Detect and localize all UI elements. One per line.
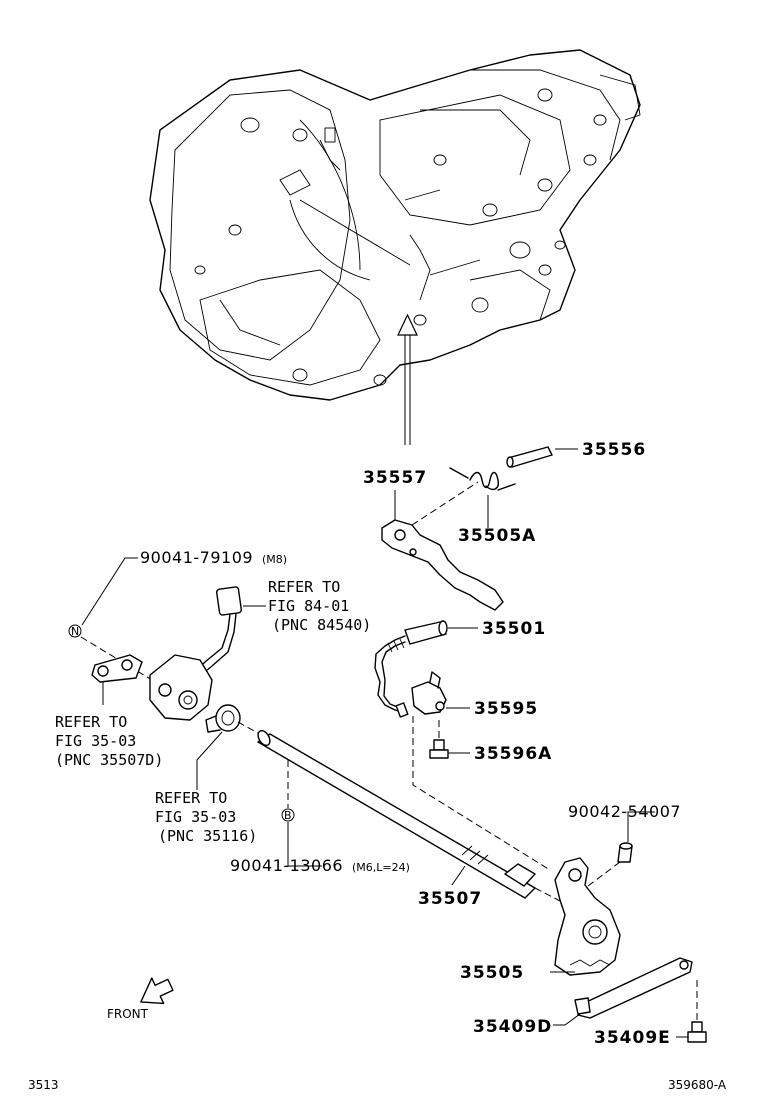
part-35507-shaft (257, 729, 536, 899)
refer-84-line3: (PNC 84540) (272, 616, 371, 634)
label-35501: 35501 (482, 619, 546, 639)
label-35409D: 35409D (473, 1017, 552, 1037)
label-35595: 35595 (474, 699, 538, 719)
label-90042-54007: 90042-54007 (568, 802, 681, 821)
label-90041-79109-note: (M8) (262, 553, 287, 566)
refer-3503b-line3: (PNC 35116) (158, 827, 257, 845)
part-35501-rod (374, 620, 478, 718)
label-35507: 35507 (418, 889, 482, 909)
label-35505: 35505 (460, 963, 524, 983)
part-35409D-link (553, 957, 693, 1026)
label-35556: 35556 (582, 440, 646, 460)
refer-3503a-line3: (PNC 35507D) (55, 751, 163, 769)
label-35557: 35557 (363, 468, 427, 488)
footer-left-code: 3513 (28, 1078, 59, 1092)
footer-right-code: 359680-A (668, 1078, 727, 1092)
marker-n-circle: N (68, 624, 82, 638)
marker-b-circle: B (281, 808, 295, 822)
part-35409E-nut (676, 1021, 707, 1043)
assembly-arrow (397, 313, 418, 445)
marker-b: B (284, 809, 292, 822)
refer-84-line2: FIG 84-01 (268, 597, 349, 615)
label-35596A: 35596A (474, 744, 552, 764)
part-35595-clip (411, 671, 470, 715)
label-90041-13066: 90041-13066 (230, 856, 343, 875)
neutral-start-switch (149, 586, 243, 721)
transmission-case (149, 49, 641, 401)
refer-3503b-line1: REFER TO (155, 789, 227, 807)
part-90042-54007-pin (617, 811, 655, 863)
lock-plate (91, 654, 143, 705)
part-35596A-bolt (429, 739, 470, 759)
part-35505-lever (550, 857, 621, 976)
label-35505A: 35505A (458, 526, 536, 546)
front-label: FRONT (107, 1007, 149, 1021)
part-35557-lever (381, 490, 504, 611)
marker-n: N (71, 625, 79, 638)
label-35409E: 35409E (594, 1028, 671, 1048)
refer-3503b-line2: FIG 35-03 (155, 808, 236, 826)
refer-3503a-line1: REFER TO (55, 713, 127, 731)
part-35556-pin (506, 446, 578, 468)
refer-3503a-line2: FIG 35-03 (55, 732, 136, 750)
part-35505A-spring (449, 467, 516, 528)
label-90041-79109: 90041-79109 (140, 548, 253, 567)
front-arrow-icon (140, 977, 174, 1005)
refer-84-line1: REFER TO (268, 578, 340, 596)
label-90041-13066-note: (M6,L=24) (352, 861, 410, 874)
oil-seal (196, 704, 241, 790)
